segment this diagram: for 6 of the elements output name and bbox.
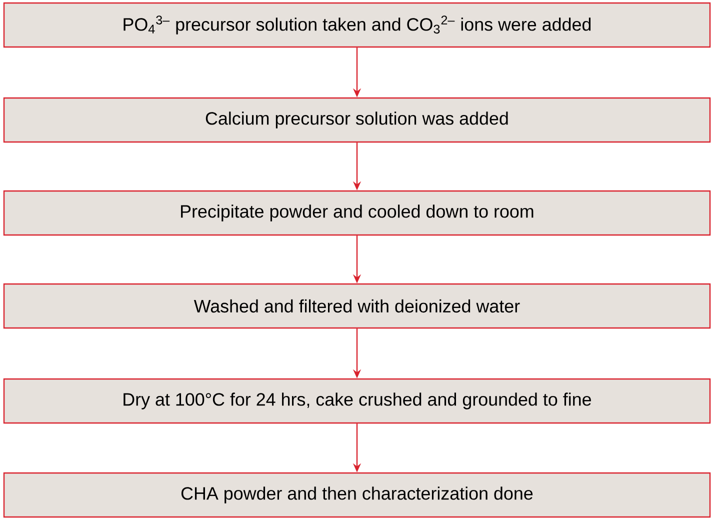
process-box: CHA powder and then characterization done [3, 472, 711, 518]
process-box: Dry at 100°C for 24 hrs, cake crushed and grounded to fine [3, 378, 711, 424]
process-box: Calcium precursor solution was added [3, 97, 711, 143]
process-box: PO$_{4}$$^{3–}$ precursor solution taken and CO$_{3}$$^{2–}$ ions were added [3, 2, 711, 48]
process-box: Precipitate powder and cooled down to room [3, 190, 711, 236]
process-box: Washed and filtered with deionized water [3, 283, 711, 329]
